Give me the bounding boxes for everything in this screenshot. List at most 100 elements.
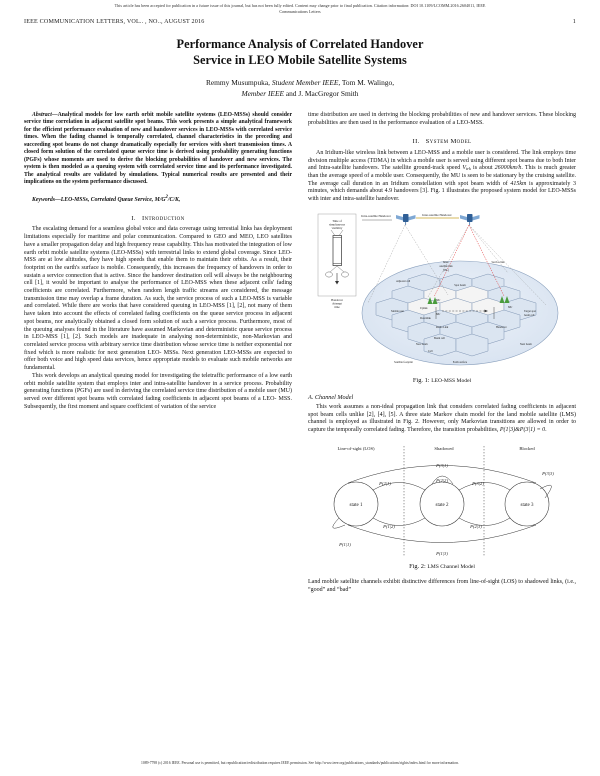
section-number-system-model: II. (412, 138, 420, 146)
keywords-text: LEO-MSSs, Correlated Queue Service, M/G (60, 196, 166, 203)
intro-paragraph-1: The escalating demand for a seamless glo… (24, 226, 292, 372)
arc-state3-to-state2 (458, 517, 511, 526)
label-inter-beam: Inter- (443, 261, 449, 264)
arc-state2-to-state3 (458, 482, 511, 491)
section-title-introduction: Introduction (141, 214, 185, 222)
ieee-acceptance-banner: This article has been accepted for publi… (0, 3, 600, 16)
transition-label-p33: P(3|3) (541, 471, 554, 476)
system-model-text-d: is approximately 3 minutes, which demand… (308, 180, 576, 203)
transition-label-p13: P(1|3) (435, 551, 448, 556)
keywords-label: Keywords (32, 196, 55, 203)
figure-1-inner-labels: Uplink Downlink Radio Link Spot beam Mob… (391, 261, 536, 364)
paper-title-line1: Performance Analysis of Correlated Hando… (176, 37, 424, 51)
label-mobile-user: Mobile user (391, 310, 404, 313)
figure-1: Time of simultaneous visibility Handover (308, 211, 576, 385)
transition-label-p32: P(3|2) (471, 481, 484, 486)
arc-state1-to-state2 (372, 482, 426, 491)
transition-label-p12: P(1|2) (382, 524, 395, 529)
mobile-user-icon-left (427, 296, 438, 304)
state-1-node (333, 481, 379, 527)
figure-1-caption-label: Fig. 1: (412, 376, 430, 384)
arc-state3-to-state1 (347, 524, 537, 543)
inset-label-top-2: simultaneous (329, 222, 346, 226)
abstract-text: Analytical models for low earth orbit mo… (24, 112, 292, 186)
copyright-footer: 1089-7798 (c) 2016 IEEE. Personal use is… (141, 761, 459, 765)
intro-paragraph-2: This work develops an analytical queuing… (24, 372, 292, 410)
section-title-system-model: System Model (425, 138, 472, 146)
label-satellite-footprint: Satellite footprint (394, 361, 413, 364)
abstract-label: Abstract (32, 112, 52, 118)
figure-2-canvas: Line-of-sight (LOS) Shadowed Blocked sta… (308, 442, 576, 560)
ground-track-speed-subscript: trk (466, 166, 471, 172)
figure-2-caption-label: Fig. 2: (409, 562, 426, 570)
label-handover: Handover (496, 326, 507, 329)
label-mu-b: MU (436, 313, 440, 316)
channel-model-paragraph-1: This work assumes a non-ideal propagatio… (308, 404, 576, 435)
abstract-dash: — (51, 112, 58, 118)
after-figure-2-paragraph: Land mobile satellite channels exhibit d… (308, 579, 576, 593)
subsection-heading-channel-model: A. Channel Model (308, 394, 354, 402)
label-beam-cell: Beam cell (434, 337, 445, 340)
label-target-cell: Target spot (524, 310, 536, 313)
satellite-right-icon (460, 213, 480, 225)
label-neighbour-beam: Next beam (520, 343, 533, 346)
spot-beam-width-value: 415km (510, 180, 527, 187)
acceptance-banner-line2: Communications Letters (279, 9, 321, 15)
state-2-label: state 2 (436, 503, 449, 508)
keywords-dash: — (55, 196, 61, 203)
label-mu-a: MU (436, 299, 440, 302)
figure-2: Line-of-sight (LOS) Shadowed Blocked sta… (308, 442, 576, 571)
label-adjacent-cell: Adjacent cell (396, 280, 411, 283)
label-earth-surface: Earth surface (453, 361, 468, 364)
author-3-name: and J. MacGregor Smith (283, 88, 359, 98)
state-3-node (504, 481, 550, 527)
keywords-superscript: 2 (165, 194, 168, 200)
inset-label-top-1: Time of (332, 219, 341, 223)
transition-label-p11: P(1|1) (338, 542, 351, 547)
author-2-name: , Tom M. Walingo, (338, 77, 395, 87)
keywords-text-2: /C/K, (167, 196, 181, 203)
right-column: time distribution are used in deriving t… (308, 112, 576, 594)
running-head: IEEE COMMUNICATION LETTERS, VOL.. , NO..… (24, 19, 576, 25)
transition-label-p23: P(2|3) (469, 524, 482, 529)
region-label-shadowed: Shadowed (434, 446, 454, 451)
label-mu-c: MU (508, 306, 512, 309)
page-title: Performance Analysis of Correlated Hando… (40, 36, 560, 69)
page-number: 1 (572, 19, 576, 25)
inter-satellite-handover-label: Inter-satellite Handover (422, 213, 451, 217)
section-number-introduction: I. (131, 214, 136, 222)
keywords: Keywords—LEO-MSSs, Correlated Queue Serv… (24, 195, 292, 204)
label-inter-beam-3: (ISL) (443, 269, 449, 272)
figure-2-caption-text: LMS Channel Model (427, 563, 475, 570)
system-model-text-b: is about (470, 165, 495, 172)
channel-model-text-a: This work assumes a non-ideal propagatio… (308, 403, 576, 434)
satellite-left-icon (396, 213, 416, 225)
label-spot-beam: Spot beam (454, 284, 466, 287)
figure-1-caption-text: LEO-MSS Model (431, 377, 472, 384)
handover-timing-inset: Time of simultaneous visibility Handover (317, 213, 357, 309)
figure-2-caption: Fig. 2: LMS Channel Model (308, 563, 576, 571)
beam-cone-lines (367, 224, 547, 305)
channel-model-text-b: . (545, 427, 547, 434)
figure-1-caption: Fig. 1: LEO-MSS Model (308, 377, 576, 385)
label-radio-link: Radio Link (436, 326, 449, 329)
author-1-name: Remmy Musumpuka, (205, 77, 270, 87)
leo-mss-model-diagram: Time of simultaneous visibility Handover (317, 213, 559, 366)
region-label-blocked: Blocked (519, 446, 535, 451)
transition-probabilities-expression: P(1|3)&P(3|1) = 0 (499, 427, 546, 434)
region-label-los: Line-of-sight (LOS) (337, 446, 375, 451)
self-loop-state2 (431, 475, 454, 484)
label-target-cell-2: beam cell (524, 314, 535, 317)
label-uplink: Uplink (420, 307, 428, 310)
label-inter-beam-2: satellite link (439, 265, 453, 268)
mobile-user-icon-right (499, 295, 510, 303)
author-2-role: Member IEEE (241, 88, 284, 98)
system-model-paragraph-1: An Iridium-like wireless link between a … (308, 150, 576, 204)
left-column: Abstract—Analytical models for low earth… (24, 112, 292, 411)
author-1-role: Student Member IEEE (271, 77, 339, 87)
inter-satellite-link: Inter-satellite Handover (416, 213, 459, 219)
label-cell: Cell (428, 350, 433, 353)
system-model-text-c: . This is much greater than the average … (308, 165, 576, 187)
label-service-link: Service link (492, 261, 506, 264)
